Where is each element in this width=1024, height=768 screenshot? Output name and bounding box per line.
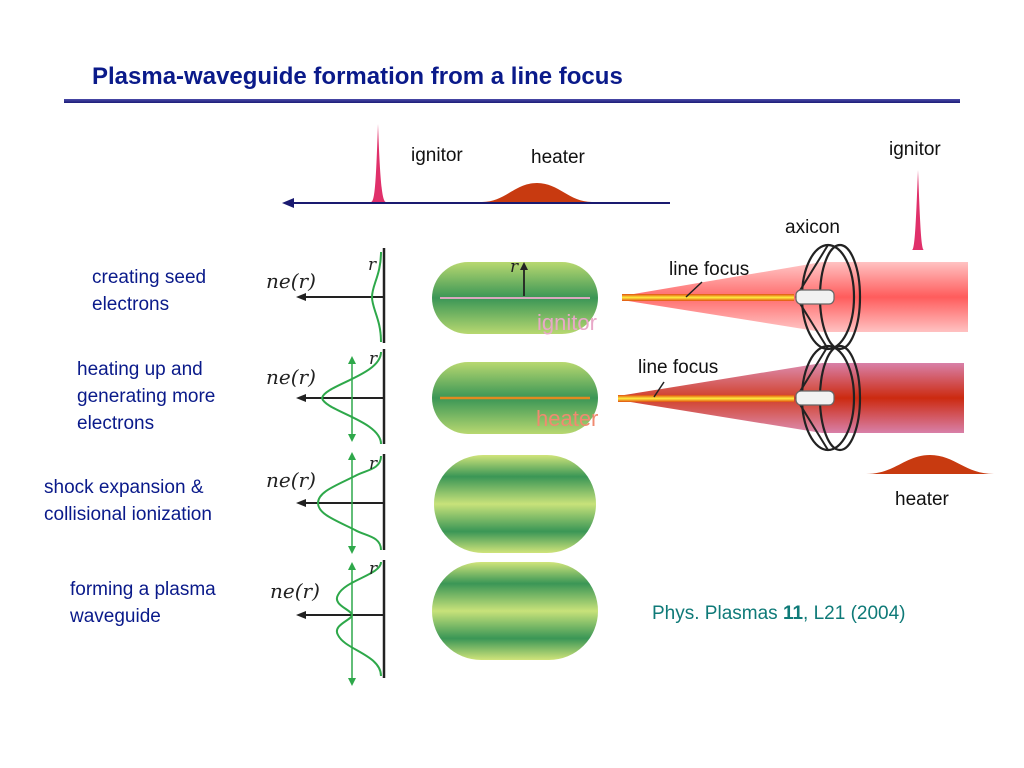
stage-2-density-curve bbox=[320, 351, 382, 445]
stage-2-r-label: r bbox=[369, 349, 378, 369]
setup-heater-label: heater bbox=[895, 489, 949, 510]
stage-1-profile bbox=[296, 248, 386, 343]
stage-3-expansion-down bbox=[348, 546, 356, 554]
stage-1-density-curve bbox=[370, 251, 382, 343]
axicon-upper-hole bbox=[795, 289, 835, 305]
line-focus-2-label: line focus bbox=[638, 357, 719, 378]
axicon-label: axicon bbox=[785, 217, 840, 238]
axicon-lower-cone-top bbox=[795, 345, 829, 399]
stage-4-profile bbox=[296, 560, 386, 686]
stage-3-expansion-up bbox=[348, 452, 356, 460]
title-underline bbox=[64, 99, 960, 103]
stage-4-density-curve bbox=[335, 561, 382, 677]
stage-4-arrow-head bbox=[296, 611, 306, 619]
stage-1-r-label: r bbox=[368, 255, 377, 275]
stage-3-arrow-head bbox=[296, 499, 306, 507]
stage-2-heater-ghost-label: heater bbox=[536, 406, 598, 431]
stage-label-waveguide: forming a plasma waveguide bbox=[70, 579, 216, 627]
stage-4-ne-label: ne(r) bbox=[270, 579, 320, 603]
page-title: Plasma-waveguide formation from a line f… bbox=[92, 63, 623, 90]
axicon-upper-cone-top bbox=[795, 244, 829, 298]
stage-label-seed: creating seed electrons bbox=[92, 267, 207, 315]
stage-3-ne-label: ne(r) bbox=[266, 468, 316, 492]
stage-3-r-label: r bbox=[369, 454, 378, 474]
top-ignitor-label: ignitor bbox=[411, 145, 463, 166]
stage-2-profile bbox=[296, 349, 386, 445]
top-heater-pulse bbox=[482, 183, 592, 202]
line-focus-1-label: line focus bbox=[669, 259, 750, 280]
setup-upper-beam bbox=[622, 243, 968, 351]
stage-1-plasma-r-label: r bbox=[510, 257, 519, 277]
heater-input-beam bbox=[822, 363, 964, 433]
stage-2-expansion-up bbox=[348, 356, 356, 364]
stage-4-r-label: r bbox=[369, 559, 378, 579]
axicon-lower-hole bbox=[795, 390, 835, 406]
stage-3-profile bbox=[296, 452, 386, 554]
setup-ignitor-label: ignitor bbox=[889, 139, 941, 160]
setup-ignitor-pulse bbox=[912, 170, 924, 250]
line-focus-1-pointer bbox=[685, 281, 703, 298]
propagation-arrow-head bbox=[282, 198, 294, 208]
stage-4-expansion-up bbox=[348, 562, 356, 570]
top-ignitor-pulse bbox=[371, 124, 386, 202]
stage-1-arrow-head bbox=[296, 293, 306, 301]
ignitor-line-focus bbox=[622, 294, 794, 301]
stage-4-plasma bbox=[432, 562, 598, 660]
stage-2-arrow-head bbox=[296, 394, 306, 402]
citation: Phys. Plasmas 11, L21 (2004) bbox=[652, 603, 906, 625]
citation-journal: Phys. Plasmas bbox=[652, 603, 778, 624]
top-heater-label: heater bbox=[531, 147, 585, 168]
heater-line-focus bbox=[618, 395, 794, 402]
stage-1-r-arrow-head bbox=[520, 262, 528, 270]
line-focus-2-pointer bbox=[653, 381, 665, 398]
setup-heater-pulse bbox=[866, 455, 994, 474]
stage-1-ne-label: ne(r) bbox=[266, 269, 316, 293]
stage-label-shock: shock expansion & collisional ionization bbox=[44, 477, 212, 525]
stage-2-expansion-down bbox=[348, 434, 356, 442]
citation-rest: , L21 (2004) bbox=[803, 603, 906, 624]
axicon-upper-cone-bottom bbox=[795, 296, 829, 350]
pulse-timeline bbox=[282, 124, 670, 208]
setup-lower-beam bbox=[618, 344, 964, 452]
axicon-lower-cone-bottom bbox=[795, 397, 829, 451]
stage-3-density-curve bbox=[316, 455, 382, 551]
stage-3-plasma bbox=[434, 455, 596, 553]
stage-4-expansion-down bbox=[348, 678, 356, 686]
ignitor-input-beam bbox=[822, 262, 968, 332]
stage-1-ignitor-ghost-label: ignitor bbox=[537, 310, 597, 335]
citation-volume: 11 bbox=[782, 603, 804, 624]
stage-2-ne-label: ne(r) bbox=[266, 365, 316, 389]
stage-label-heating: heating up and generating more electrons bbox=[77, 359, 216, 434]
